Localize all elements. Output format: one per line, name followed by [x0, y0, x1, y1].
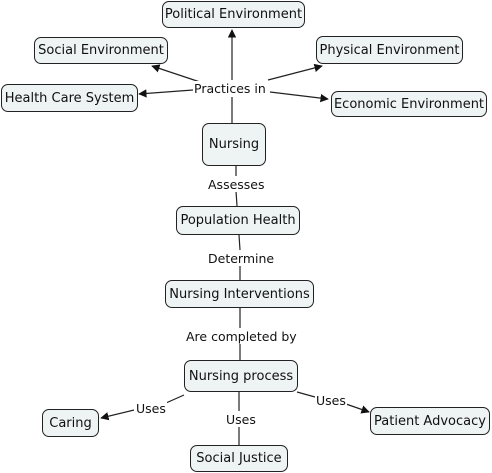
- arrow-to-caring: [100, 409, 135, 421]
- concept-physical-environment[interactable]: Physical Environment: [316, 36, 463, 64]
- concept-nursing[interactable]: Nursing: [202, 123, 266, 166]
- line-assesses-population: [235, 190, 238, 207]
- concept-population-health[interactable]: Population Health: [176, 206, 300, 235]
- concept-economic-environment[interactable]: Economic Environment: [331, 91, 487, 117]
- arrow-to-healthcare: [138, 89, 194, 98]
- concept-patient-advocacy[interactable]: Patient Advocacy: [370, 407, 490, 435]
- concept-caring[interactable]: Caring: [42, 409, 99, 437]
- arrow-to-physical: [267, 63, 323, 81]
- link-label-assesses: Assesses: [207, 177, 266, 192]
- link-label-uses-mid: Uses: [225, 412, 257, 427]
- arrow-to-economic: [269, 91, 329, 103]
- link-label-practices-in: Practices in: [193, 81, 267, 96]
- link-label-uses-right: Uses: [315, 393, 347, 408]
- concept-nursing-process[interactable]: Nursing process: [184, 360, 298, 392]
- concept-political-environment[interactable]: Political Environment: [162, 1, 305, 28]
- concept-social-environment[interactable]: Social Environment: [34, 37, 168, 64]
- concept-social-justice[interactable]: Social Justice: [190, 445, 288, 472]
- concept-nursing-interventions[interactable]: Nursing Interventions: [165, 280, 314, 308]
- link-label-are-completed-by: Are completed by: [185, 329, 298, 344]
- arrow-to-advocacy: [345, 403, 370, 414]
- line-process-uses-right: [296, 391, 316, 398]
- link-label-uses-left: Uses: [135, 401, 167, 416]
- line-population-determine: [238, 234, 241, 251]
- line-process-uses-left: [165, 394, 185, 404]
- link-label-determine: Determine: [207, 251, 276, 266]
- arrow-to-social: [151, 64, 201, 83]
- concept-health-care-system[interactable]: Health Care System: [1, 84, 138, 112]
